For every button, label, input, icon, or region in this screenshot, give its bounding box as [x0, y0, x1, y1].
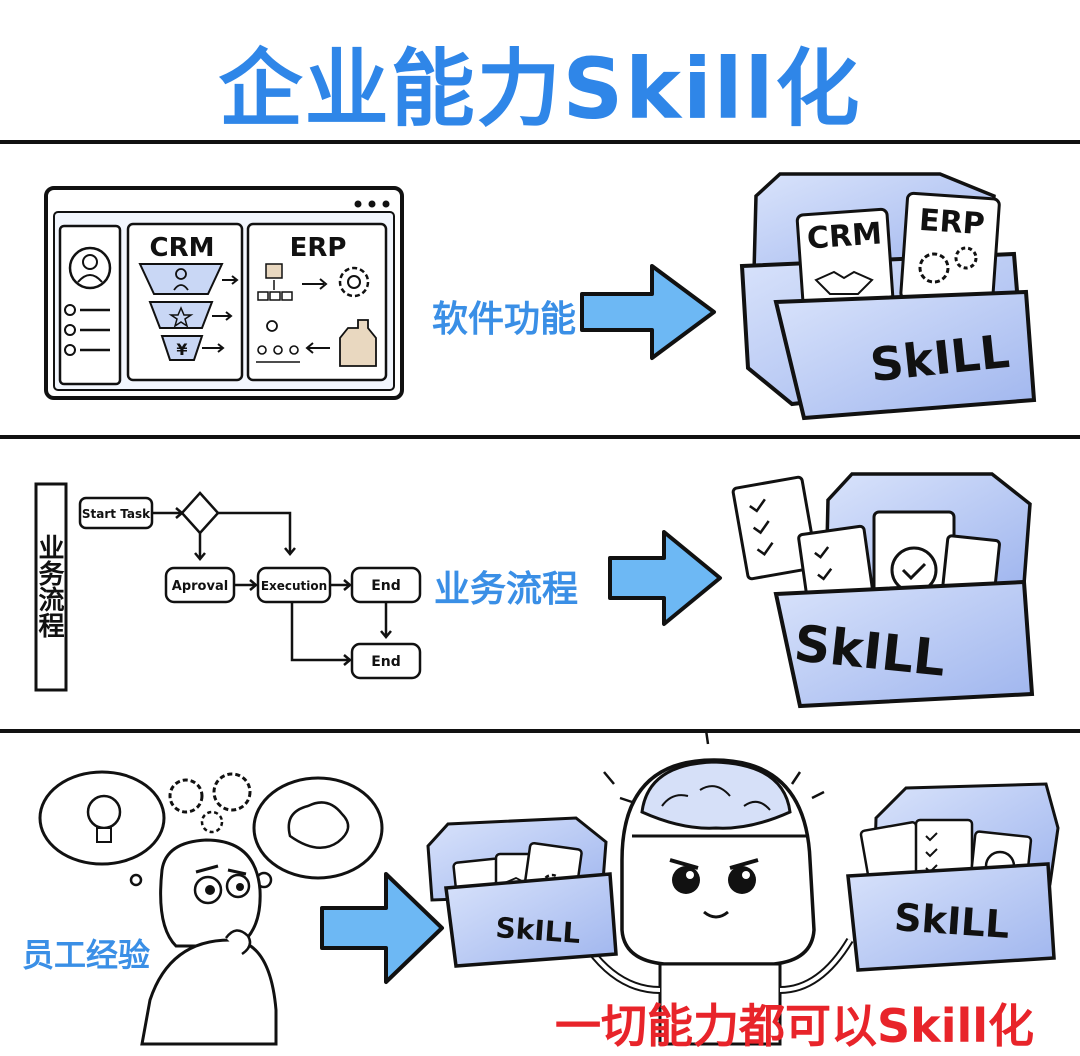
handshake-icon: [814, 270, 874, 295]
arrow-icon: [608, 530, 722, 626]
svg-text:Aproval: Aproval: [172, 579, 228, 594]
svg-text:Execution: Execution: [261, 579, 327, 593]
gear-icon: [200, 810, 224, 834]
skill-box-label: SkILL: [893, 895, 1011, 947]
thinking-person: [38, 770, 384, 1046]
erp-label: ERP: [290, 233, 347, 263]
lightbulb-icon: [86, 794, 122, 830]
caption-experience: 员工经验: [22, 936, 151, 974]
skill-box-software: CRM ERP SkILL: [739, 172, 1037, 421]
crm-label: CRM: [150, 233, 215, 263]
svg-text:End: End: [371, 654, 401, 670]
footer-slogan: 一切能力都可以Skill化: [555, 999, 1035, 1053]
skill-box-label: SkILL: [494, 911, 581, 950]
gear-icon: [918, 252, 950, 284]
svg-text:End: End: [371, 578, 401, 594]
gear-icon: [212, 772, 252, 812]
software-window: CRM ¥ ERP: [44, 186, 404, 400]
svg-text:Start Task: Start Task: [82, 507, 151, 521]
flow-decision: [180, 491, 220, 535]
caption-software: 软件功能: [432, 299, 577, 340]
flowchart: Start Task Aproval Execution End End: [34, 482, 422, 692]
skill-box-process: SkILL: [731, 472, 1035, 709]
robot-eye: [728, 866, 756, 894]
yen-icon: ¥: [176, 340, 187, 359]
robot: [584, 729, 854, 1046]
brain-icon: [640, 760, 792, 830]
arrow-icon: [580, 264, 716, 360]
checklist-icon: [731, 475, 819, 581]
gear-icon: [168, 778, 204, 814]
skill-box-left: SkILL: [426, 816, 618, 968]
flow-node-end: [350, 642, 422, 680]
brain-icon: [287, 801, 350, 849]
gear-icon: [954, 246, 978, 270]
arrow-icon: [320, 872, 444, 984]
side-label: 业务流程: [34, 534, 64, 638]
page-title: 企业能力Skill化: [218, 40, 862, 138]
box-card-crm: CRM: [806, 216, 883, 256]
caption-process: 业务流程: [434, 569, 579, 610]
skill-box-right: SkILL: [846, 782, 1060, 972]
robot-eye: [672, 866, 700, 894]
box-card-erp: ERP: [918, 203, 986, 242]
